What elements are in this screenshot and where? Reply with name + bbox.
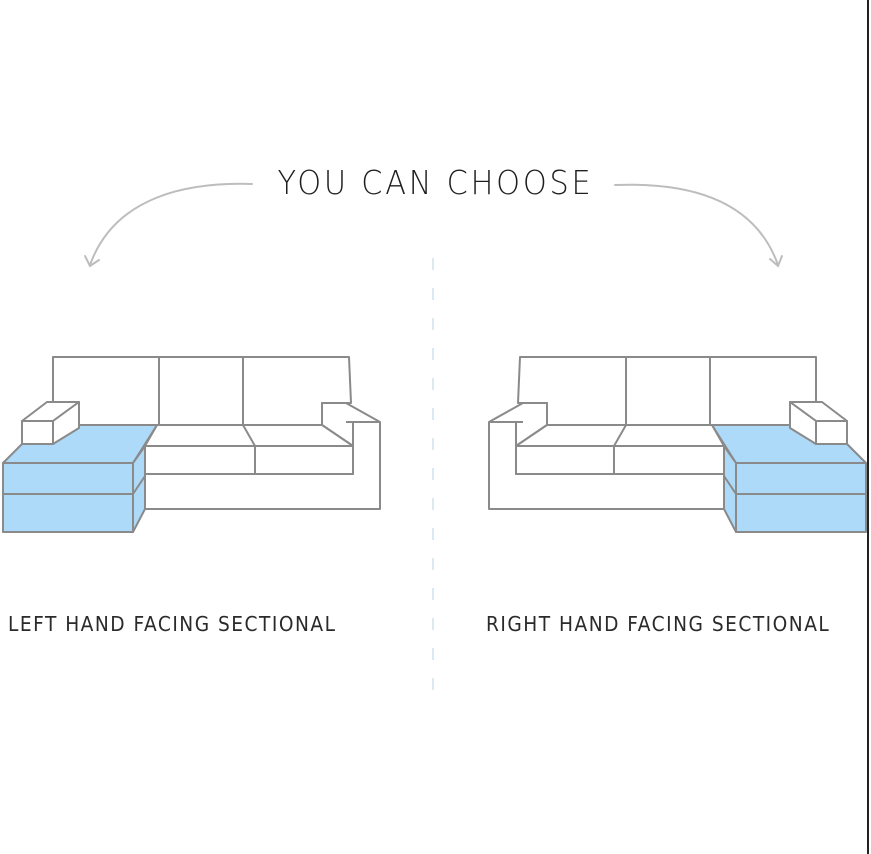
title-text: YOU CAN CHOOSE [264,163,607,202]
arrow-left-icon [84,182,253,268]
arrow-right-icon [614,183,783,268]
page-title: YOU CAN CHOOSE [35,163,836,202]
left-hand-sectional-illustration [2,356,381,533]
right-option-label: RIGHT HAND FACING SECTIONAL [486,612,831,636]
left-option-label: LEFT HAND FACING SECTIONAL [8,612,337,636]
frame-edge [867,0,869,854]
right-hand-sectional-illustration [488,356,867,533]
